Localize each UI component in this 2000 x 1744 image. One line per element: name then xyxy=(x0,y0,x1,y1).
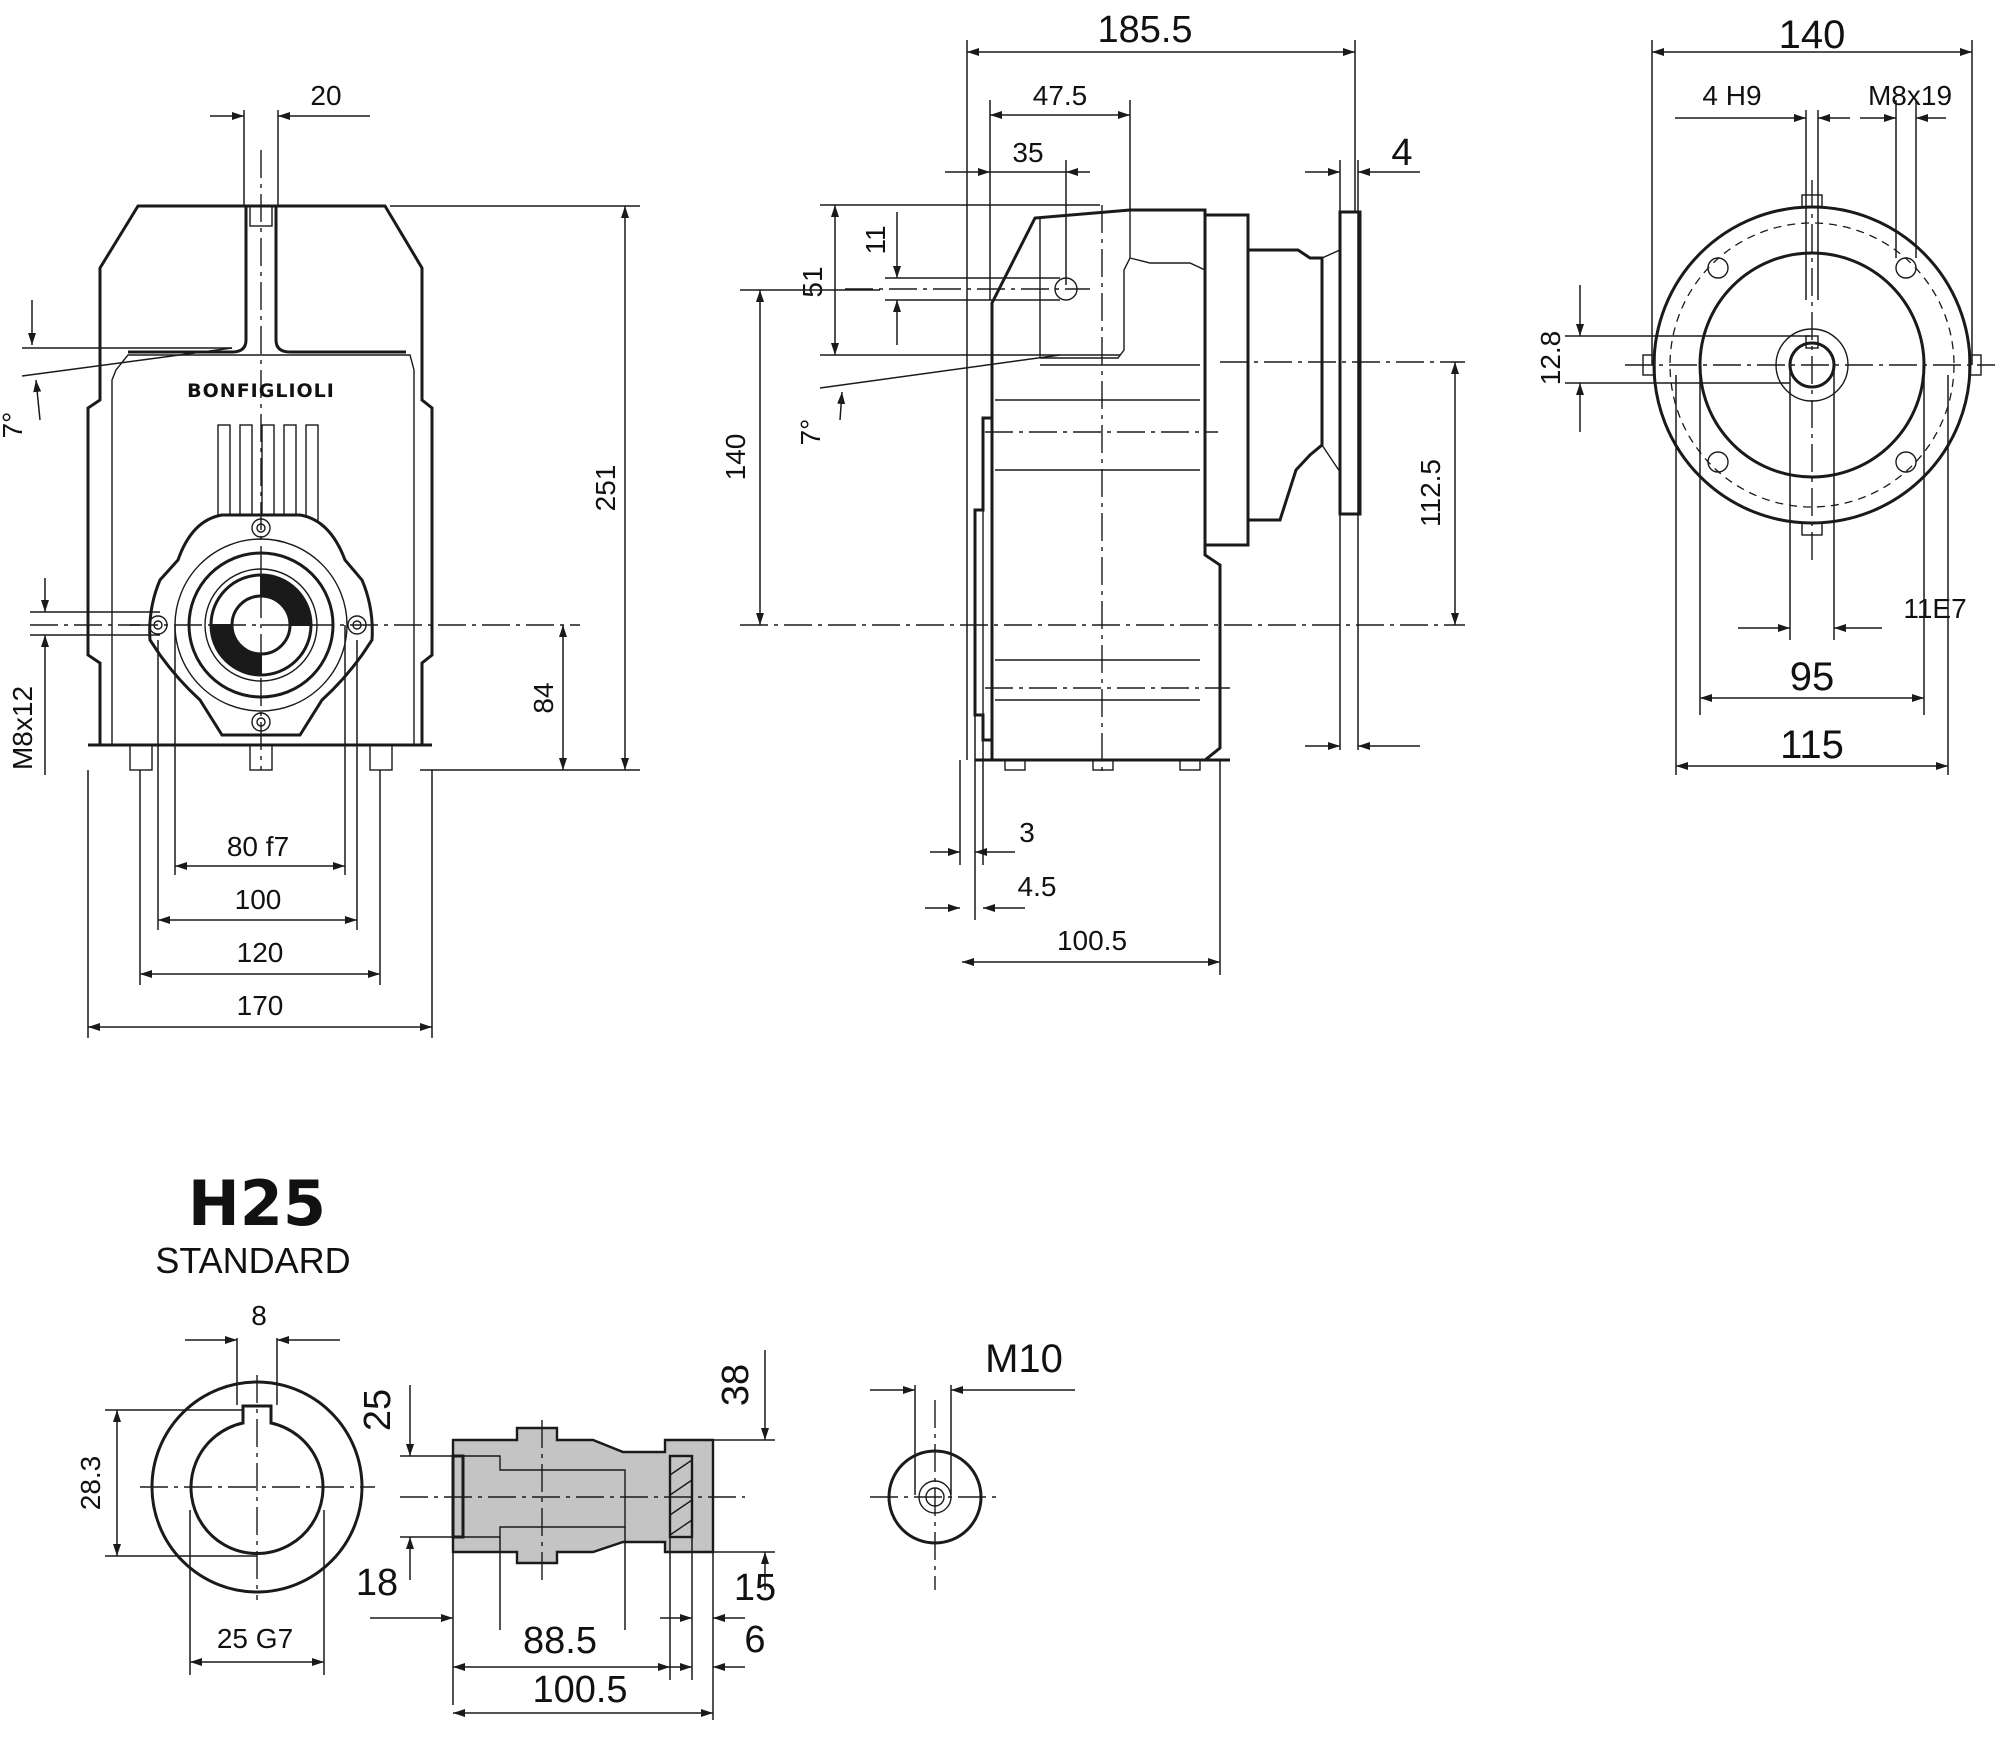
dim-side-length: 185.5 xyxy=(1097,9,1192,51)
front-inner-panel xyxy=(111,354,415,745)
shaft-thread-view: M10 xyxy=(870,1337,1075,1590)
dim-shaft-key-depth: 28.3 xyxy=(75,1456,106,1511)
side-view: 185.5 47.5 35 4 11 51 7° xyxy=(720,9,1465,975)
dim-end-key-height: 12.8 xyxy=(1535,331,1566,386)
end-bolt-holes xyxy=(1707,257,1917,473)
dim-end-bore: 11E7 xyxy=(1903,593,1966,624)
dim-front-thread: M8x12 xyxy=(7,686,38,770)
dim-front-angle: 7° xyxy=(0,412,28,439)
shaft-section: 25 38 18 88.5 15 6 xyxy=(356,1350,776,1720)
dim-shaft-key: 8 xyxy=(251,1300,267,1331)
dim-side-51: 51 xyxy=(797,266,828,297)
dim-side-140: 140 xyxy=(720,434,751,481)
dim-end-key-width: 4 H9 xyxy=(1702,80,1761,111)
brand-logo: BONFIGLIOLI xyxy=(187,380,335,402)
dim-side-100-5: 100.5 xyxy=(1057,925,1127,956)
dim-front-pilot: 80 f7 xyxy=(227,831,289,862)
dim-front-top-width: 20 xyxy=(310,80,341,111)
dim-shaft-18: 18 xyxy=(356,1562,398,1604)
front-breather xyxy=(128,206,406,354)
side-housing xyxy=(990,208,1222,762)
dim-shaft-thread: M10 xyxy=(985,1337,1063,1381)
bore-keyway xyxy=(189,1404,325,1555)
dim-end-width: 140 xyxy=(1779,13,1846,57)
dim-shaft-88-5: 88.5 xyxy=(523,1620,597,1662)
side-adaptor xyxy=(1246,248,1324,522)
dim-side-35: 35 xyxy=(1012,137,1043,168)
dim-side-11: 11 xyxy=(860,225,891,254)
dim-front-120: 120 xyxy=(237,937,284,968)
side-motor-flange xyxy=(1338,210,1362,516)
dim-side-flange-thk: 4 xyxy=(1391,132,1412,174)
dim-shaft-25: 25 xyxy=(357,1389,399,1431)
bore-end-view: 8 28.3 25 G7 xyxy=(75,1300,375,1675)
dim-end-95: 95 xyxy=(1790,655,1835,699)
side-upper-stage xyxy=(1203,213,1250,547)
dim-front-height: 251 xyxy=(590,465,621,512)
shaft-name: STANDARD xyxy=(155,1240,350,1281)
front-view: BONFIGLIOLI 20 251 84 7° M8x12 xyxy=(0,80,640,1038)
dim-front-100: 100 xyxy=(235,884,282,915)
dim-shaft-6: 6 xyxy=(744,1619,765,1661)
dim-side-angle: 7° xyxy=(795,419,826,446)
shaft-detail: H25 STANDARD 8 28.3 25 G7 xyxy=(75,1167,1075,1720)
dim-end-115: 115 xyxy=(1780,723,1844,767)
dim-shaft-15: 15 xyxy=(734,1567,776,1609)
dim-front-width: 170 xyxy=(237,990,284,1021)
dim-side-4-5: 4.5 xyxy=(1018,871,1057,902)
dim-end-thread: M8x19 xyxy=(1868,80,1952,111)
shaft-code: H25 xyxy=(188,1167,326,1240)
dim-side-47-5: 47.5 xyxy=(1033,80,1088,111)
dim-front-center-height: 84 xyxy=(528,682,559,713)
dim-shaft-bore: 25 G7 xyxy=(217,1623,293,1654)
end-view: 140 4 H9 M8x19 12.8 11E7 95 115 xyxy=(1535,13,1995,775)
dim-shaft-100-5: 100.5 xyxy=(532,1669,627,1711)
dim-side-112-5: 112.5 xyxy=(1415,459,1446,527)
dim-shaft-38: 38 xyxy=(715,1364,757,1406)
dim-side-3: 3 xyxy=(1019,817,1035,848)
